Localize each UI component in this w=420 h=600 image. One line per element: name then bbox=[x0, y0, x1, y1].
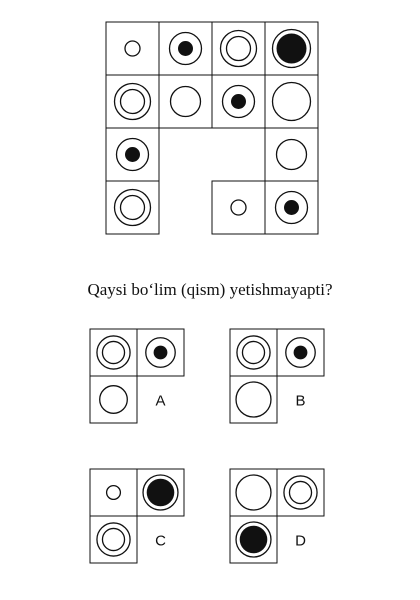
circle-symbol bbox=[99, 385, 128, 414]
option-cell bbox=[229, 375, 278, 424]
option-cell bbox=[229, 468, 278, 517]
option-label: C bbox=[155, 533, 166, 550]
grid-cell bbox=[211, 180, 266, 235]
option-cell bbox=[89, 375, 138, 424]
question-text: Qaysi bo‘lim (qism) yetishmayapti? bbox=[87, 280, 333, 299]
option-cell bbox=[276, 468, 325, 517]
double-ring-symbol bbox=[113, 82, 152, 121]
option-cell bbox=[276, 328, 325, 377]
double-ring-symbol bbox=[236, 335, 271, 370]
circle-symbol bbox=[275, 138, 308, 171]
option-cell bbox=[229, 515, 278, 564]
grid-cell bbox=[158, 74, 213, 129]
small-circle-symbol bbox=[105, 484, 122, 501]
circle-with-dot-symbol bbox=[145, 337, 176, 368]
grid-cell bbox=[105, 127, 160, 182]
grid-cell bbox=[264, 127, 319, 182]
small-circle-symbol bbox=[124, 40, 141, 57]
double-ring-symbol bbox=[219, 29, 258, 68]
double-ring-symbol bbox=[96, 335, 131, 370]
option-cell bbox=[136, 328, 185, 377]
option-label: D bbox=[295, 533, 306, 550]
option-cell bbox=[89, 515, 138, 564]
option-d[interactable]: D bbox=[229, 468, 325, 564]
grid-cell bbox=[105, 74, 160, 129]
option-label: A bbox=[155, 393, 165, 410]
grid-cell bbox=[211, 21, 266, 76]
double-ring-symbol bbox=[283, 475, 318, 510]
grid-cell bbox=[105, 21, 160, 76]
circle-with-dot-symbol bbox=[115, 137, 150, 172]
answer-options: A B C D bbox=[89, 328, 325, 564]
small-circle-symbol bbox=[230, 199, 247, 216]
option-a[interactable]: A bbox=[89, 328, 185, 424]
option-cell bbox=[89, 328, 138, 377]
double-ring-symbol bbox=[96, 522, 131, 557]
circle-with-big-dot-symbol bbox=[271, 28, 312, 69]
double-ring-symbol bbox=[113, 188, 152, 227]
large-circle-symbol bbox=[235, 381, 272, 418]
option-b[interactable]: B bbox=[229, 328, 325, 424]
option-cell bbox=[89, 468, 138, 517]
grid-cell bbox=[211, 74, 266, 129]
circle-with-dot-symbol bbox=[168, 31, 203, 66]
circle-with-dot-symbol bbox=[274, 190, 309, 225]
grid-cell bbox=[158, 21, 213, 76]
grid-cell bbox=[105, 180, 160, 235]
puzzle-grid bbox=[105, 21, 319, 235]
grid-cell bbox=[264, 180, 319, 235]
circle-symbol bbox=[169, 85, 202, 118]
large-circle-symbol bbox=[271, 81, 312, 122]
circle-with-dot-symbol bbox=[285, 337, 316, 368]
grid-cell bbox=[264, 74, 319, 129]
grid-cell bbox=[264, 21, 319, 76]
circle-with-big-dot-symbol bbox=[142, 474, 179, 511]
option-cell bbox=[136, 468, 185, 517]
large-circle-symbol bbox=[235, 474, 272, 511]
option-label: B bbox=[295, 393, 305, 410]
circle-with-big-dot-symbol bbox=[235, 521, 272, 558]
option-c[interactable]: C bbox=[89, 468, 185, 564]
circle-with-dot-symbol bbox=[221, 84, 256, 119]
option-cell bbox=[229, 328, 278, 377]
